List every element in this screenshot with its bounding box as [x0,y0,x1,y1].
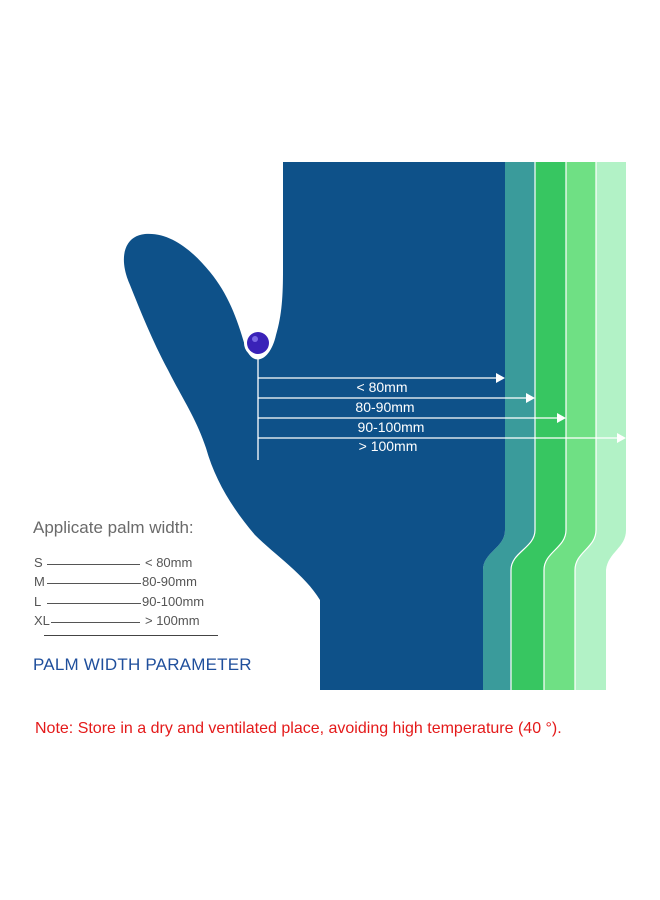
arrow-label-3: 90-100mm [358,419,425,435]
size-range: 90-100mm [142,594,205,609]
band-s [483,162,535,690]
band-separators [510,162,597,690]
parameter-title: PALM WIDTH PARAMETER [33,655,252,674]
band-xl [575,162,626,690]
size-leader-line [47,583,141,584]
size-code: L [34,594,42,609]
arrow-head-3 [557,413,566,423]
size-row-xl: XL > 100mm [34,613,234,631]
thumb-base-marker [247,332,269,354]
arrow-head-4 [617,433,626,443]
size-row-m: M 80-90mm [34,574,234,592]
size-range: < 80mm [145,555,193,570]
legend-divider [44,635,218,636]
arrow-label-2: 80-90mm [355,399,414,415]
size-range: > 100mm [145,613,200,628]
band-m [511,162,566,690]
size-code: S [34,555,43,570]
storage-note: Note: Store in a dry and ventilated plac… [35,720,562,737]
marker-highlight [252,336,258,342]
size-leader-line [51,622,140,623]
size-code: M [34,574,45,589]
size-row-s: S < 80mm [34,555,234,573]
size-code: XL [34,613,50,628]
size-row-l: L 90-100mm [34,594,234,612]
band-l [544,162,596,690]
arrow-head-2 [526,393,535,403]
legend-title: Applicate palm width: [33,518,194,537]
arrow-head-1 [496,373,505,383]
measurement-arrows: < 80mm 80-90mm 90-100mm > 100mm [257,355,626,460]
arrow-label-1: < 80mm [357,379,408,395]
size-range: 80-90mm [142,574,197,589]
arrow-label-4: > 100mm [359,438,418,454]
glove-hand-shape [123,162,506,690]
size-leader-line [47,603,141,604]
size-leader-line [47,564,140,565]
